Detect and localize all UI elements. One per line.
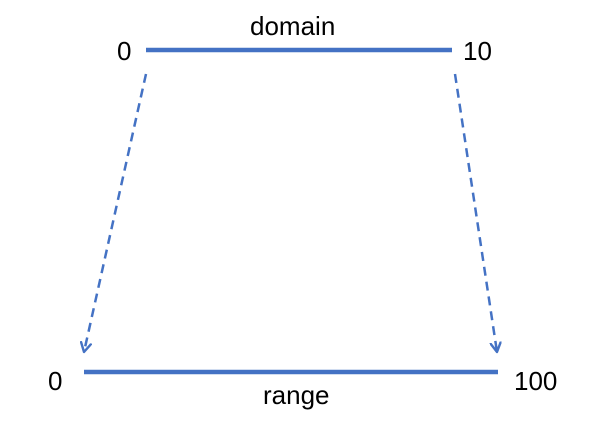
domain-max-label: 10 <box>463 36 492 66</box>
domain-min-label: 0 <box>117 36 132 66</box>
domain-label: domain <box>250 11 336 41</box>
range-label: range <box>263 380 330 410</box>
range-max-label: 100 <box>514 366 558 396</box>
range-min-label: 0 <box>48 366 63 396</box>
max-mapping-arrow <box>453 73 497 352</box>
min-mapping-arrow <box>84 73 148 352</box>
